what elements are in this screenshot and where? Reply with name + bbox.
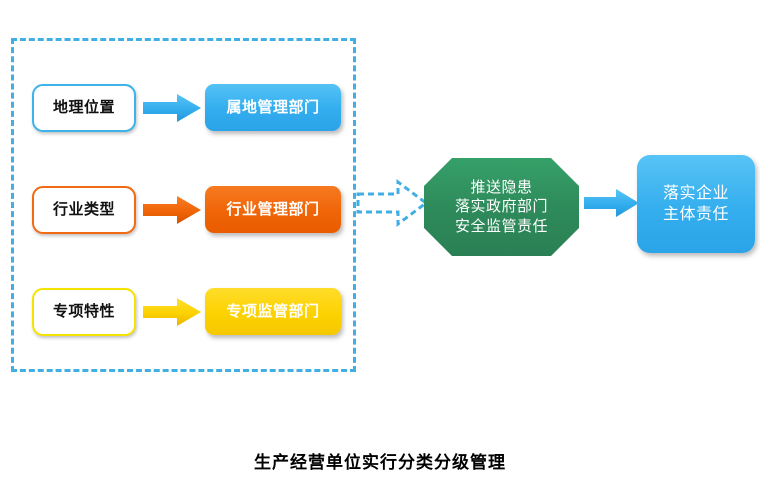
- criteria-label: 地理位置: [52, 99, 115, 117]
- octagon-label: 推送隐患 落实政府部门 安全监管责任: [454, 178, 548, 235]
- department-label: 专项监管部门: [226, 302, 320, 320]
- criteria-box-special-characteristics[interactable]: 专项特性: [32, 288, 136, 336]
- final-flow-arrow-icon: [584, 188, 639, 218]
- department-box-industry-management[interactable]: 行业管理部门: [205, 186, 341, 233]
- outcome-label: 落实企业 主体责任: [662, 184, 729, 223]
- classification-criteria-group: [11, 38, 356, 372]
- flow-arrow-row-3: [143, 297, 201, 327]
- flow-arrow-row-1: [143, 93, 201, 123]
- department-label: 行业管理部门: [226, 200, 320, 218]
- flow-arrow-row-2: [143, 195, 201, 225]
- outcome-box-enterprise-responsibility[interactable]: 落实企业 主体责任: [637, 155, 755, 253]
- criteria-box-geographic-location[interactable]: 地理位置: [32, 84, 136, 132]
- criteria-label: 专项特性: [52, 303, 115, 321]
- department-label: 属地管理部门: [226, 98, 320, 116]
- department-box-territorial-management[interactable]: 属地管理部门: [205, 84, 341, 131]
- diagram-caption: 生产经营单位实行分类分级管理: [254, 453, 506, 472]
- octagon-push-hazard-responsibility[interactable]: 推送隐患 落实政府部门 安全监管责任: [424, 158, 579, 256]
- criteria-label: 行业类型: [52, 201, 115, 219]
- dashed-flow-arrow-icon: [356, 178, 428, 228]
- department-box-special-supervision[interactable]: 专项监管部门: [205, 288, 341, 335]
- criteria-box-industry-type[interactable]: 行业类型: [32, 186, 136, 234]
